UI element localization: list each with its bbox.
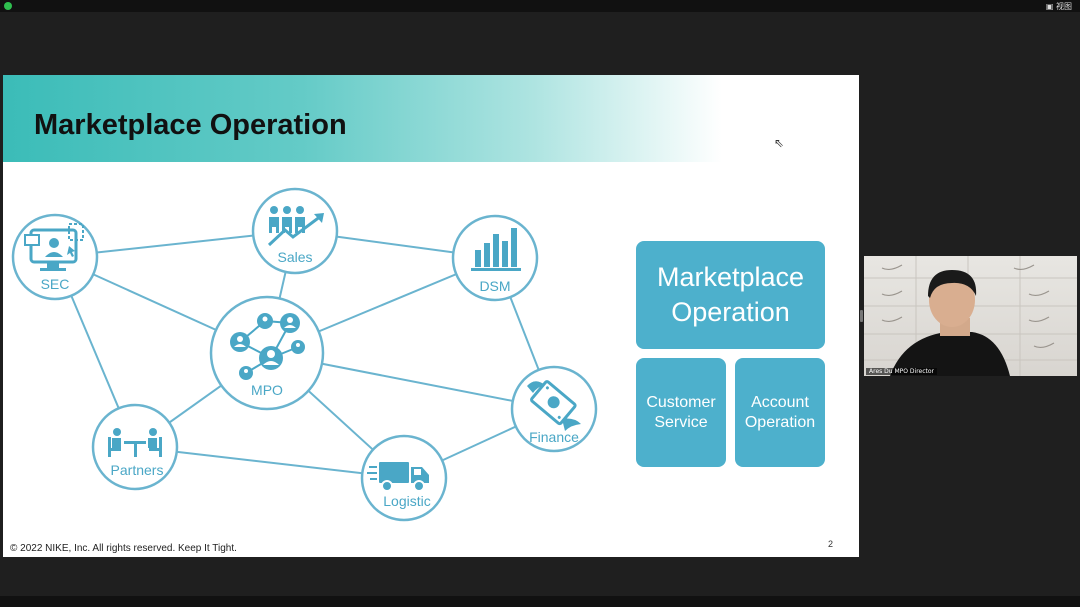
node-label-mpo: MPO — [251, 382, 283, 398]
truck-icon — [367, 462, 429, 492]
bottom-bar — [0, 596, 1080, 607]
node-mpo: MPO — [209, 295, 325, 411]
swoosh-marks — [881, 264, 1055, 349]
node-label-partners: Partners — [111, 462, 164, 478]
slide-page-number: 2 — [828, 539, 834, 549]
shared-slide: Marketplace Operation ⇖ — [3, 75, 859, 557]
shield-icon[interactable] — [4, 2, 12, 10]
people-growth-icon — [267, 206, 324, 247]
node-label-dsm: DSM — [479, 278, 510, 294]
title-banner — [3, 75, 859, 162]
node-label-sales: Sales — [277, 249, 312, 265]
node-label-sec: SEC — [41, 276, 70, 292]
title-bar: ▣ 视图 — [0, 0, 1080, 12]
meeting-icon — [108, 428, 162, 457]
node-partners: Partners — [91, 403, 179, 491]
node-sec: SEC — [11, 213, 99, 301]
node-finance: Finance — [510, 365, 598, 453]
video-panel-drag-handle[interactable] — [860, 310, 863, 322]
box-main-line1: Marketplace — [656, 262, 805, 292]
node-dsm: DSM — [451, 214, 539, 302]
box-customer-line1: Customer — [646, 393, 716, 411]
box-account-line2: Operation — [744, 413, 816, 431]
view-button[interactable]: ▣ 视图 — [1045, 2, 1072, 11]
network-diagram: SEC Sales DSM — [11, 187, 598, 522]
network-people-icon — [230, 313, 305, 380]
box-marketplace-operation: Marketplace Operation — [636, 241, 825, 349]
box-account-operation: Account Operation — [735, 358, 825, 467]
box-customer-line2: Service — [654, 413, 708, 431]
node-label-finance: Finance — [529, 429, 579, 445]
bar-chart-icon — [471, 228, 521, 271]
slide-title: Marketplace Operation — [34, 109, 347, 141]
node-logistic: Logistic — [360, 434, 448, 522]
participant-video-frame — [864, 256, 1077, 376]
mouse-cursor-icon: ⇖ — [774, 136, 785, 150]
node-label-logistic: Logistic — [383, 493, 430, 509]
node-sales: Sales — [251, 187, 339, 275]
copyright-footer: © 2022 NIKE, Inc. All rights reserved. K… — [10, 543, 237, 554]
box-customer-service: Customer Service — [636, 358, 726, 467]
monitor-icon — [24, 223, 84, 271]
box-main-line2: Operation — [671, 297, 790, 327]
person-silhouette — [890, 270, 1010, 376]
participant-video-tile[interactable]: Ares Du MPO Director — [864, 256, 1077, 376]
flying-money-icon — [527, 380, 581, 431]
participant-name-tag: Ares Du MPO Director — [866, 368, 938, 375]
box-account-line1: Account — [751, 393, 809, 411]
